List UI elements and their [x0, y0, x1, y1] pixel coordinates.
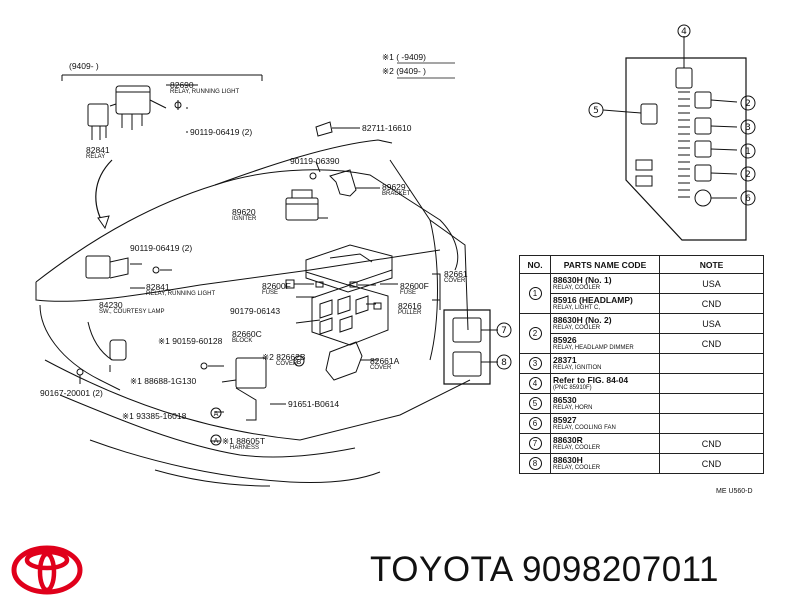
callout-90119-06419-mid: 90119-06419 (2) — [130, 243, 193, 253]
table-row: 4 Refer to FIG. 84-04(PNC 85910F) — [519, 373, 764, 394]
marker-5: 5 — [593, 106, 599, 116]
row-code: Refer to FIG. 84-04(PNC 85910F) — [550, 373, 660, 394]
marker-8: 8 — [501, 358, 507, 368]
row-number: 1 — [519, 273, 551, 314]
callout-93385-16018: ※1 93385-16018 — [122, 411, 187, 421]
callout-90167-20001: 90167-20001 (2) — [40, 388, 103, 398]
footnote-1: ※1 ( -9409) — [382, 52, 426, 62]
callout-90159-60128: ※1 90159-60128 — [158, 336, 223, 346]
marker-4: 4 — [681, 27, 687, 37]
marker-2b: 2 — [745, 170, 751, 180]
row-number: 2 — [519, 313, 551, 354]
row-note — [659, 373, 764, 394]
row-note: USA — [659, 273, 764, 294]
callout-88688-1g130: ※1 88688-1G130 — [130, 376, 197, 386]
row-number: 5 — [519, 393, 551, 414]
footnote-2: ※2 (9409- ) — [382, 66, 426, 76]
callout-82711-16610: 82711-16610 — [362, 123, 412, 133]
row-code: 85916 (HEADLAMP)RELAY, LIGHT C, — [550, 293, 660, 314]
callout-90119-06419-top: 90119-06419 (2) — [190, 127, 253, 137]
row-number: 7 — [519, 433, 551, 454]
callout-91651-b0614: 91651-B0614 — [288, 399, 340, 409]
date-range-bracket: (9409- ) — [69, 61, 99, 71]
row-code: 88630H (No. 2)RELAY, COOLER — [550, 313, 660, 334]
row-note: CND — [659, 433, 764, 454]
callout-90119-06390: 90119-06390 — [290, 156, 340, 166]
row-number: 8 — [519, 453, 551, 474]
row-note: CND — [659, 333, 764, 354]
marker-6: 6 — [745, 194, 751, 204]
row-number: 3 — [519, 353, 551, 374]
marker-7: 7 — [501, 326, 507, 336]
row-note — [659, 393, 764, 414]
marker-A-right: A — [214, 437, 219, 445]
marker-A-lower: A — [214, 410, 219, 418]
row-note: CND — [659, 293, 764, 314]
row-note — [659, 413, 764, 434]
row-note — [659, 353, 764, 374]
table-row: 1 88630H (No. 1)RELAY, COOLER USA — [519, 273, 764, 314]
header-no: NO. — [519, 255, 551, 274]
marker-1: 1 — [745, 147, 751, 157]
row-number: 4 — [519, 373, 551, 394]
diagram-reference-code: ME U560-D — [716, 488, 753, 495]
row-number: 6 — [519, 413, 551, 434]
table-row: 85916 (HEADLAMP)RELAY, LIGHT C, CND — [520, 293, 764, 314]
brand-part-number: TOYOTA 9098207011 — [370, 550, 720, 589]
row-note: USA — [659, 313, 764, 334]
table-header-row: NO. PARTS NAME CODE NOTE — [519, 255, 764, 274]
header-note: NOTE — [659, 255, 764, 274]
callout-90179-06143: 90179-06143 — [230, 306, 281, 316]
marker-2a: 2 — [745, 99, 751, 109]
row-code: 88630H (No. 1)RELAY, COOLER — [550, 273, 660, 294]
table-row: 2 88630H (No. 2)RELAY, COOLER USA — [519, 313, 764, 354]
row-note: CND — [659, 453, 764, 474]
parts-table: NO. PARTS NAME CODE NOTE 1 88630H (No. 1… — [519, 255, 764, 474]
header-parts-name-code: PARTS NAME CODE — [550, 255, 660, 274]
toyota-logo-icon — [11, 545, 83, 595]
marker-3: 3 — [745, 123, 751, 133]
marker-B: B — [297, 358, 302, 366]
